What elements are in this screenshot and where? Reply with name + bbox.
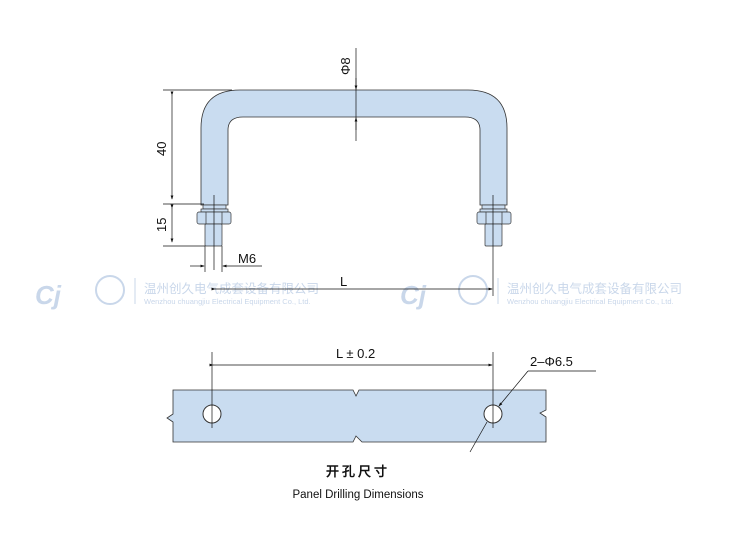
svg-text:Cj: Cj — [35, 280, 62, 310]
seal-icon — [96, 276, 124, 304]
watermark-right: Cj 温州创久电气成套设备有限公司 Wenzhou chuangjiu Elec… — [400, 276, 682, 310]
caption-cn: 开孔尺寸 — [326, 464, 390, 480]
svg-text:Cj: Cj — [400, 280, 427, 310]
handle-body — [201, 90, 507, 205]
watermark-left: Cj 温州创久电气成套设备有限公司 Wenzhou chuangjiu Elec… — [35, 276, 319, 310]
watermark-name-cn: 温州创久电气成套设备有限公司 — [507, 281, 682, 296]
watermark-name-en: Wenzhou chuangjiu Electrical Equipment C… — [507, 297, 674, 306]
caption-en: Panel Drilling Dimensions — [292, 489, 423, 501]
right-fastener — [477, 205, 511, 246]
height-label: 40 — [154, 142, 169, 156]
diameter-label: Φ8 — [338, 57, 353, 75]
hole-label: 2–Φ6.5 — [530, 354, 573, 369]
length-label: L — [340, 274, 347, 289]
watermark-name-en: Wenzhou chuangjiu Electrical Equipment C… — [144, 297, 311, 306]
spacing-label: L ± 0.2 — [336, 346, 375, 361]
thread-label: M6 — [238, 251, 256, 266]
watermark-name-cn: 温州创久电气成套设备有限公司 — [144, 281, 319, 296]
seal-icon — [459, 276, 487, 304]
thread-length-label: 15 — [154, 218, 169, 232]
